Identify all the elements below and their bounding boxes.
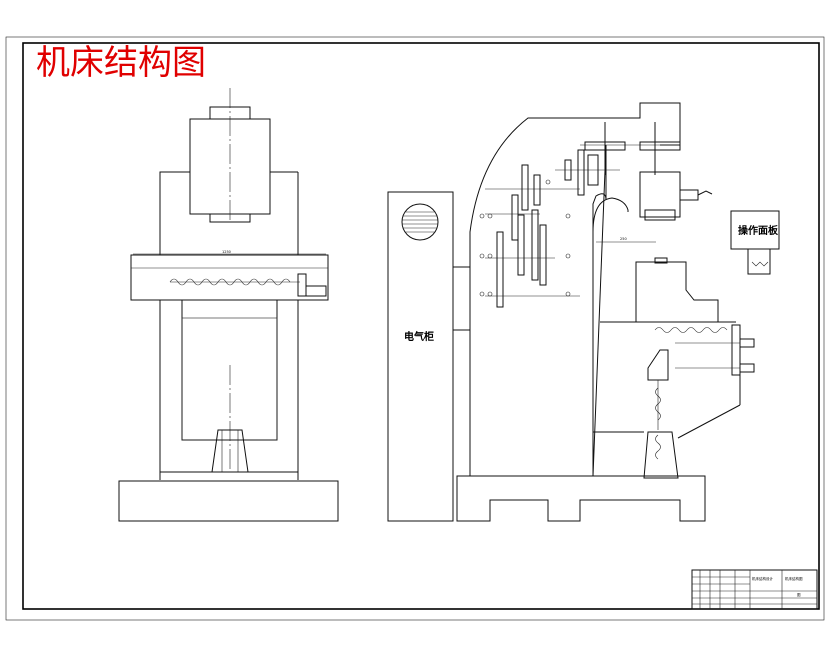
title-block-sheet: 图 [797, 593, 801, 597]
hydraulic-tank [635, 261, 719, 323]
side-view: 250 [456, 102, 780, 522]
throat-dimension-label: 250 [620, 237, 627, 241]
tank-cap [654, 257, 668, 264]
sheet-inner-border [22, 42, 820, 610]
frame-window-outer [181, 299, 278, 441]
valve-2 [739, 363, 755, 373]
pump-symbol [647, 349, 669, 381]
return-line [677, 404, 741, 439]
sheet-outer-border [5, 36, 825, 621]
title-block-drawing-name: 机床结构图 [785, 576, 803, 581]
wave-spring [654, 327, 728, 333]
side-base [456, 475, 706, 522]
electrical-cabinet: 电气柜 [387, 191, 470, 522]
vent-slats [402, 211, 438, 233]
handwheel-crank [697, 190, 713, 196]
frame-window-inner [181, 317, 278, 441]
cabinet-vent [401, 203, 439, 241]
valve-block [731, 324, 741, 376]
cabinet-body [387, 191, 454, 522]
ram-foot [644, 209, 676, 221]
title-block: 机床结构设计 机床结构图 图 [691, 569, 818, 610]
upper-couplings [584, 122, 681, 175]
frame-outline [159, 171, 190, 255]
valve-1 [739, 338, 755, 348]
lower-pedestal [643, 431, 679, 479]
cabinet-label: 电气柜 [404, 330, 434, 343]
operation-panel-label: 操作面板 [738, 224, 779, 237]
beam-dimension-label: 1250 [222, 250, 231, 254]
title-block-frame [691, 569, 818, 610]
title-block-project: 机床结构设计 [752, 576, 773, 581]
gear-train [485, 144, 680, 308]
panel-mount-wave [751, 261, 769, 267]
beam-handwheel [297, 273, 307, 297]
drawing-title: 机床结构图 [36, 43, 206, 83]
pedestal-spring [655, 434, 661, 460]
panel-mount [747, 248, 771, 275]
front-view: 1250 [118, 88, 339, 522]
base-block [118, 480, 339, 522]
c-frame-outline [469, 102, 681, 477]
beam-motor [305, 285, 327, 297]
beam-wave [169, 278, 291, 286]
handwheel-stub [679, 189, 699, 201]
c-frame-throat [592, 197, 629, 233]
bolts [479, 179, 571, 297]
